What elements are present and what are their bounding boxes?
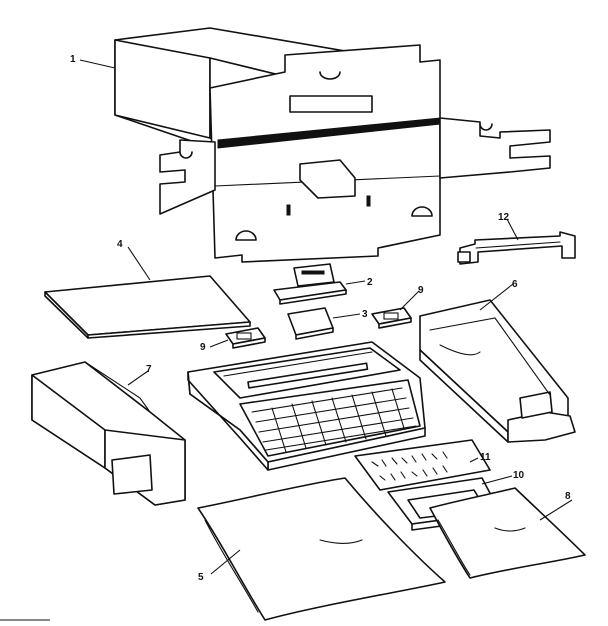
- part-12-bracket: [457, 231, 576, 265]
- part-8-bag: [429, 487, 586, 579]
- callout-9-left: 9: [200, 342, 206, 353]
- callout-6: 6: [512, 279, 518, 290]
- typewriter-keyboard: [251, 387, 417, 453]
- part-1-tray-insert: [159, 44, 551, 263]
- callout-11: 11: [480, 452, 491, 463]
- callout-10: 10: [513, 470, 525, 481]
- callout-9-right: 9: [418, 285, 424, 296]
- callout-1: 1: [70, 54, 76, 65]
- part-9-pad-b: [371, 307, 412, 329]
- callout-7: 7: [146, 364, 152, 375]
- callout-12: 12: [498, 212, 510, 223]
- callout-2: 2: [367, 277, 373, 288]
- leader-lines: [79, 59, 573, 575]
- instruction-card-marks: [371, 451, 448, 481]
- part-5-bag: [197, 477, 446, 621]
- callout-8: 8: [565, 491, 571, 502]
- part-2-clip: [273, 263, 347, 305]
- typewriter: [187, 341, 426, 471]
- part-3-block: [287, 307, 334, 340]
- callouts: 1 2 3 4 5 6 7 8 9 9 10 11 12: [70, 54, 571, 583]
- callout-5: 5: [198, 572, 204, 583]
- part-9-pad-a: [225, 327, 266, 349]
- callout-4: 4: [117, 239, 123, 250]
- callout-3: 3: [362, 309, 368, 320]
- part-11-instruction-card: [354, 439, 491, 491]
- part-4-panel: [44, 275, 251, 339]
- part-6-foam-end-cap: [419, 299, 576, 443]
- part-7-foam-end-cap: [31, 361, 186, 506]
